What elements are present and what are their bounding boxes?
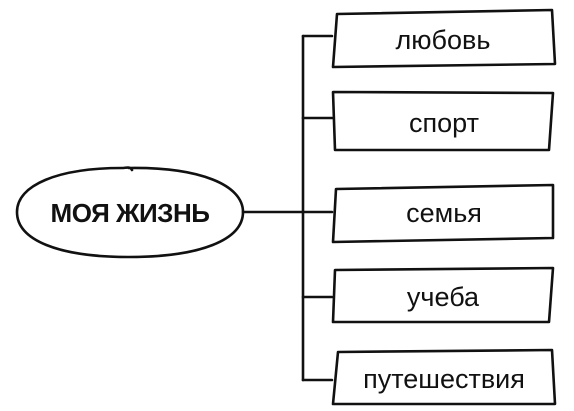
branch-label-4: учеба xyxy=(407,282,480,312)
branch-node-5: путешествия xyxy=(331,348,557,406)
center-label: МОЯ ЖИЗНЬ xyxy=(51,198,210,228)
branch-box-5 xyxy=(331,348,557,406)
connector-lines xyxy=(241,34,334,382)
center-ellipse xyxy=(15,166,245,259)
branch-node-3: семья xyxy=(331,183,555,244)
branch-node-1: любовь xyxy=(331,8,557,69)
branch-box-3 xyxy=(331,183,555,244)
branch-label-5: путешествия xyxy=(363,364,525,394)
branch-label-3: семья xyxy=(406,198,482,228)
branch-box-4 xyxy=(331,266,555,324)
center-node: МОЯ ЖИЗНЬ xyxy=(15,166,245,259)
branch-box-1 xyxy=(331,8,557,69)
branch-node-2: спорт xyxy=(331,90,555,152)
branch-label-2: спорт xyxy=(409,108,479,138)
branch-label-1: любовь xyxy=(396,25,491,55)
branch-box-2 xyxy=(331,90,555,152)
branch-node-4: учеба xyxy=(331,266,555,324)
